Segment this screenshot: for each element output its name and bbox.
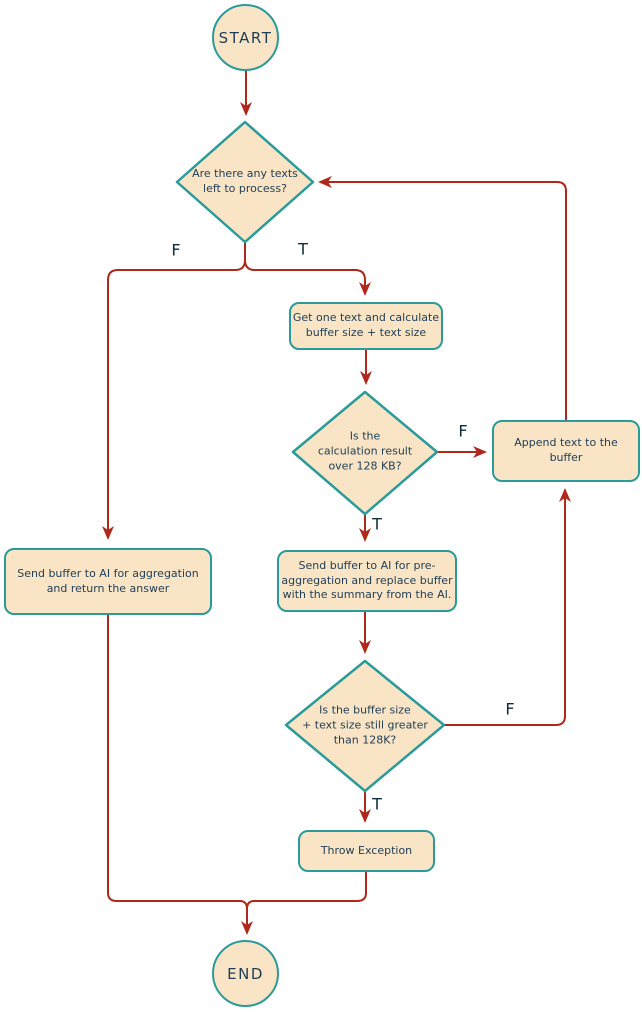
edge-decision1-true-branch — [244, 242, 371, 296]
process-append-text: Append text to the buffer — [492, 420, 640, 482]
process-throw-exception-label: Throw Exception — [320, 843, 413, 857]
decision-texts-left-shape — [175, 120, 315, 244]
end-node: END — [212, 940, 279, 1007]
end-label: END — [227, 964, 264, 983]
start-node: START — [212, 4, 279, 71]
branch-label-still-greater-true: T — [372, 794, 382, 814]
process-pre-aggregation: Send buffer to AI for pre- aggregation a… — [277, 550, 457, 612]
branch-label-still-greater-false: F — [505, 699, 515, 719]
branch-label-over-128kb-true: T — [372, 514, 382, 534]
process-append-text-label: Append text to the buffer — [514, 436, 618, 464]
edge-decision3-false-to-append — [444, 488, 571, 726]
process-throw-exception: Throw Exception — [298, 830, 435, 872]
process-aggregation: Send buffer to AI for aggregation and re… — [4, 548, 212, 615]
process-pre-aggregation-label: Send buffer to AI for pre- aggregation a… — [281, 558, 453, 602]
branch-label-texts-left-true: T — [298, 239, 308, 259]
decision-over-128kb-shape — [291, 390, 439, 516]
process-get-one-text: Get one text and calculate buffer size +… — [289, 302, 443, 350]
branch-label-over-128kb-false: F — [458, 421, 468, 441]
edge-aggregation-to-merge — [107, 615, 248, 910]
branch-label-texts-left-false: F — [171, 240, 181, 260]
decision-still-greater-shape — [284, 659, 446, 793]
edge-decision1-false-branch — [102, 242, 246, 540]
edge-append-loop-to-decision1 — [318, 176, 567, 420]
edge-throw-to-merge — [246, 872, 367, 910]
process-aggregation-label: Send buffer to AI for aggregation and re… — [17, 566, 199, 595]
start-label: START — [218, 28, 273, 47]
process-get-one-text-label: Get one text and calculate buffer size +… — [292, 311, 440, 339]
